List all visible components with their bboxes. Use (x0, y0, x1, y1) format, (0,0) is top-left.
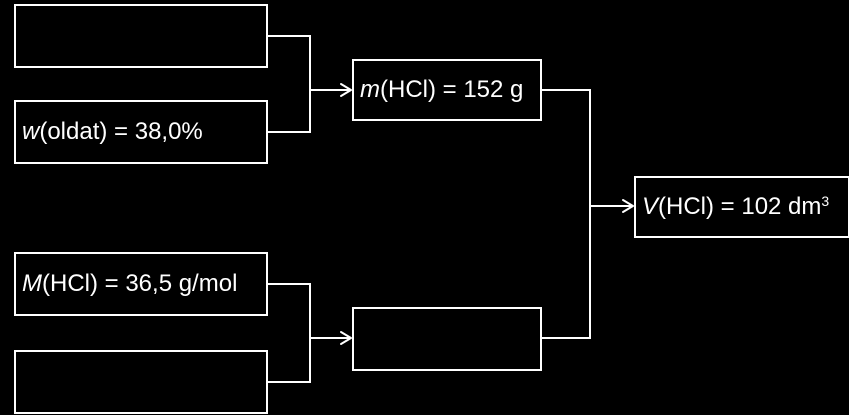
molar-mass-value: (HCl) = 36,5 g/mol (42, 270, 238, 297)
hcl-mass-value: (HCl) = 152 g (380, 76, 524, 103)
connector-m-hcl-out (540, 89, 591, 206)
mass-fraction-box: w(oldat) = 38,0% (14, 100, 268, 164)
connector-w-oldat (267, 90, 311, 133)
empty-box-bottom-left (14, 350, 268, 414)
connector-bottom-middle-out (540, 206, 591, 339)
connector-top-left (267, 35, 311, 90)
arrowhead-to-m-hcl-icon (340, 83, 352, 97)
molar-mass-box: M(HCl) = 36,5 g/mol (14, 252, 268, 316)
arrowhead-to-v-hcl-icon (622, 199, 634, 213)
connector-bottom-left (267, 338, 311, 383)
empty-box-top-left (14, 4, 268, 68)
hcl-volume-value: (HCl) = 102 dm (658, 193, 822, 220)
hcl-mass-box: m(HCl) = 152 g (352, 59, 542, 121)
mass-fraction-symbol: w (22, 118, 40, 145)
molar-mass-symbol: M (22, 270, 42, 297)
hcl-volume-symbol: V (642, 193, 659, 220)
arrowhead-to-bottom-middle-icon (340, 331, 352, 345)
mass-fraction-value: (oldat) = 38,0% (39, 118, 203, 145)
hcl-volume-unit-exponent: 3 (821, 193, 830, 209)
connector-molar-mass (267, 283, 311, 338)
empty-box-bottom-middle (352, 307, 542, 371)
hcl-mass-symbol: m (360, 76, 380, 103)
